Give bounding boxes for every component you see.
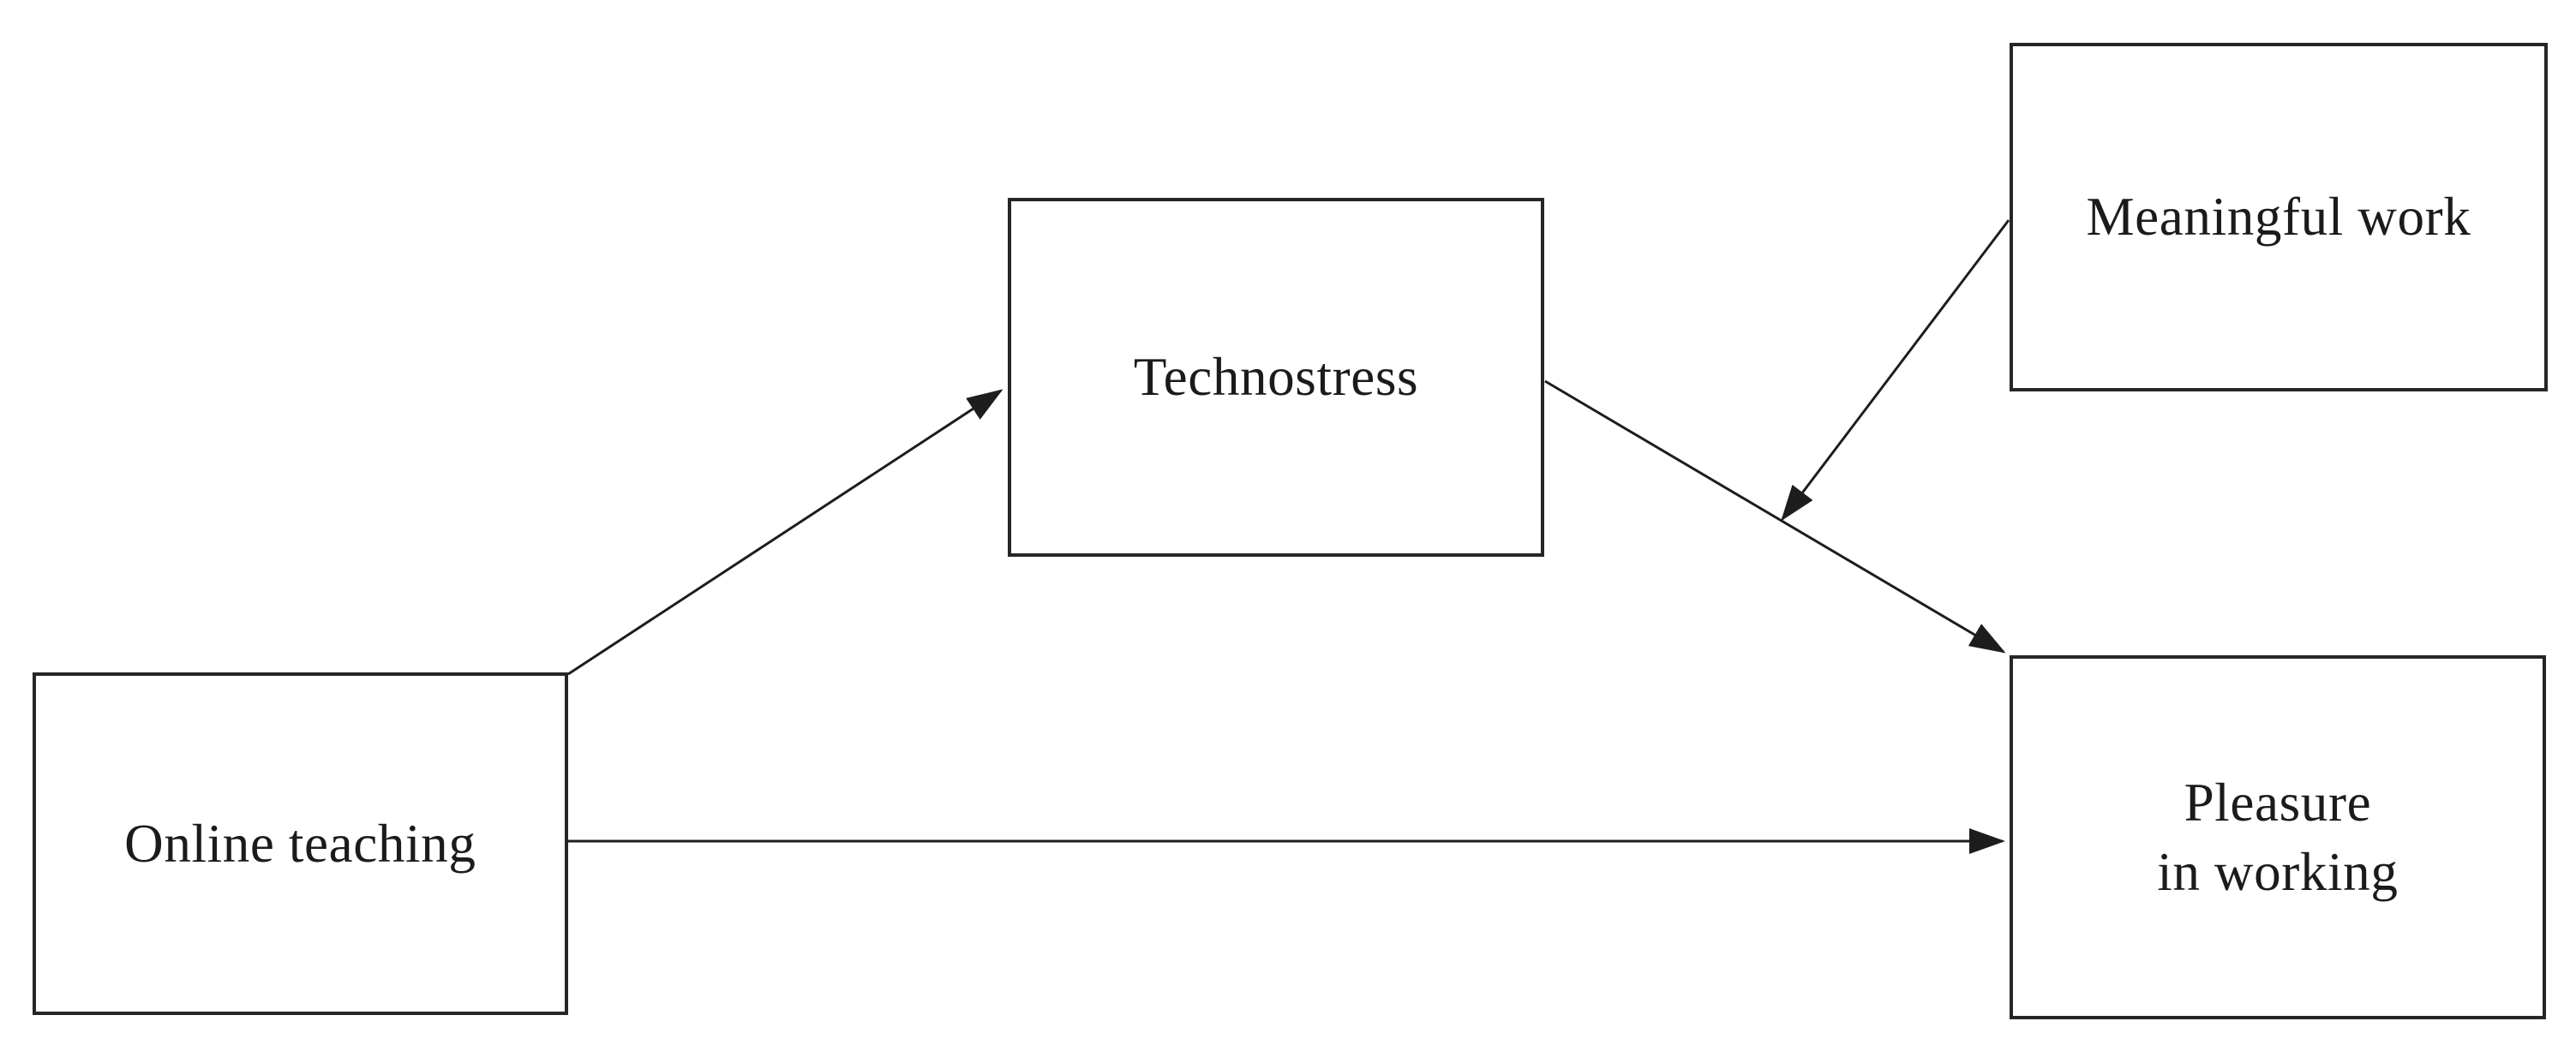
arrow-online-teaching-to-technostress [567,389,1003,676]
node-online-teaching-label: Online teaching [124,813,476,874]
node-meaningful-work-label: Meaningful work [2086,187,2471,248]
arrow-technostress-to-pleasure-in-working [1544,379,2006,654]
node-meaningful-work: Meaningful work [2009,43,2548,392]
node-pleasure-in-working: Pleasure in working [2009,655,2546,1020]
node-online-teaching: Online teaching [32,672,568,1016]
node-technostress-label: Technostress [1133,347,1419,408]
arrow-meaningful-work-moderator [1781,219,2010,522]
node-pleasure-in-working-label-line1: Pleasure [2184,772,2372,833]
node-technostress: Technostress [1007,198,1545,558]
node-pleasure-in-working-label-line2: in working [2157,841,2399,902]
node-pleasure-in-working-label: Pleasure in working [2157,768,2398,907]
